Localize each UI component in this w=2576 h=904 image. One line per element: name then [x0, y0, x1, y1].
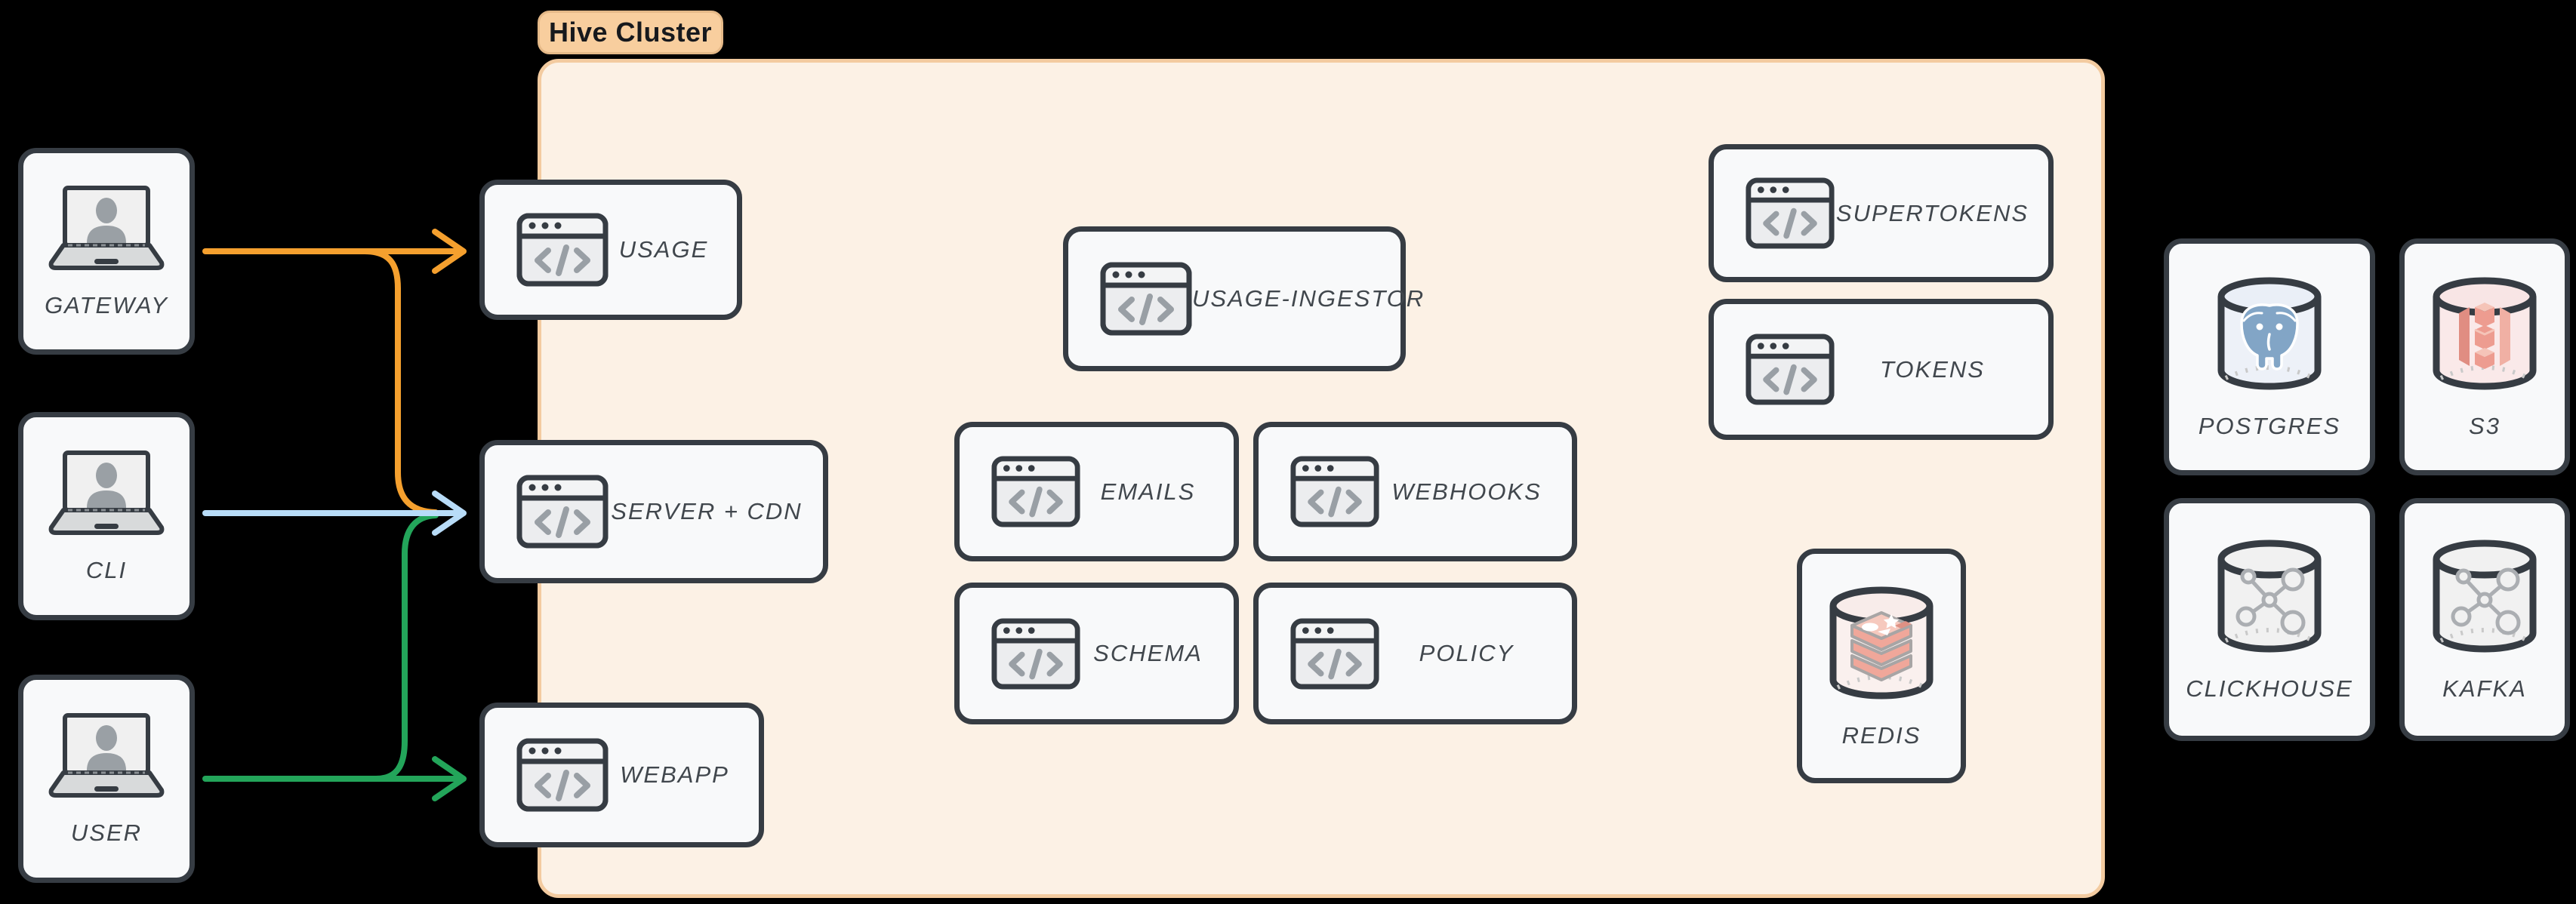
node-s3[interactable]: S3 [2399, 238, 2570, 475]
node-clickhouse[interactable]: CLICKHOUSE [2164, 498, 2375, 741]
kafka-database-icon [2428, 537, 2541, 657]
node-server-cdn[interactable]: SERVER + CDN [479, 440, 828, 583]
code-window-icon [1290, 456, 1379, 527]
code-window-icon [1290, 618, 1379, 690]
laptop-user-icon [42, 711, 171, 801]
node-usage-ingestor-label: USAGE-INGESTOR [1192, 285, 1425, 312]
node-user-label: USER [70, 819, 143, 846]
node-webhooks[interactable]: WEBHOOKS [1253, 422, 1577, 561]
edge-gateway-server-cdn [362, 248, 439, 515]
node-server-cdn-label: SERVER + CDN [611, 498, 803, 524]
code-window-icon [516, 213, 609, 287]
node-gateway[interactable]: GATEWAY [18, 148, 195, 355]
code-window-icon [1100, 262, 1192, 336]
edge-user-server-cdn [373, 512, 439, 782]
node-webapp-label: WEBAPP [620, 761, 729, 788]
node-usage[interactable]: USAGE [479, 180, 742, 320]
node-kafka[interactable]: KAFKA [2399, 498, 2570, 741]
node-kafka-label: KAFKA [2442, 675, 2527, 702]
node-emails-label: EMAILS [1100, 478, 1196, 505]
node-webhooks-label: WEBHOOKS [1391, 478, 1542, 505]
node-usage-label: USAGE [618, 236, 709, 263]
code-window-icon [1746, 177, 1835, 249]
node-cli[interactable]: CLI [18, 412, 195, 620]
clickhouse-database-icon [2213, 537, 2326, 657]
node-schema[interactable]: SCHEMA [954, 583, 1239, 724]
code-window-icon [991, 618, 1080, 690]
edge-user-webapp-arrowhead [432, 756, 467, 801]
code-window-icon [516, 475, 609, 549]
node-tokens-label: TOKENS [1880, 355, 1985, 383]
node-s3-label: S3 [2469, 413, 2501, 439]
postgres-database-icon [2213, 274, 2326, 395]
edge-gateway-usage-arrowhead [432, 229, 467, 274]
node-supertokens-label: SUPERTOKENS [1835, 199, 2029, 226]
node-schema-label: SCHEMA [1093, 640, 1203, 666]
node-gateway-label: GATEWAY [45, 292, 168, 318]
node-clickhouse-label: CLICKHOUSE [2186, 675, 2353, 702]
node-emails[interactable]: EMAILS [954, 422, 1239, 561]
node-policy-label: POLICY [1419, 640, 1514, 666]
node-supertokens[interactable]: SUPERTOKENS [1709, 144, 2054, 282]
node-postgres-label: POSTGRES [2198, 413, 2341, 439]
s3-database-icon [2428, 274, 2541, 395]
hive-cluster-label-pill[interactable]: Hive Cluster [538, 11, 723, 54]
node-postgres[interactable]: POSTGRES [2164, 238, 2375, 475]
edge-cli-server-cdn-arrowhead [432, 490, 467, 536]
node-policy[interactable]: POLICY [1253, 583, 1577, 724]
node-redis[interactable]: REDIS [1797, 549, 1966, 783]
redis-database-icon [1825, 583, 1938, 704]
code-window-icon [516, 738, 609, 812]
laptop-user-icon [42, 183, 171, 274]
node-redis-label: REDIS [1841, 721, 1921, 749]
node-tokens[interactable]: TOKENS [1709, 299, 2054, 440]
code-window-icon [1746, 334, 1835, 405]
node-webapp[interactable]: WEBAPP [479, 703, 764, 847]
laptop-user-icon [42, 448, 171, 539]
code-window-icon [991, 456, 1080, 527]
node-user[interactable]: USER [18, 675, 195, 883]
hive-cluster-label: Hive Cluster [548, 17, 713, 48]
node-usage-ingestor[interactable]: USAGE-INGESTOR [1063, 226, 1423, 371]
node-cli-label: CLI [85, 557, 128, 583]
